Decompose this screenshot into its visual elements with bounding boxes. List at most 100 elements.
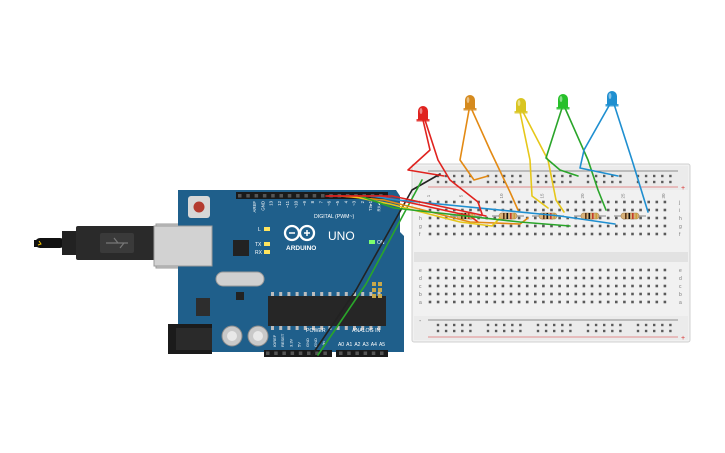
- rail-hole[interactable]: [519, 174, 522, 178]
- rail-hole[interactable]: [611, 323, 614, 327]
- breadboard-hole[interactable]: [598, 268, 602, 272]
- breadboard-hole[interactable]: [574, 232, 578, 236]
- breadboard-hole[interactable]: [461, 232, 464, 236]
- breadboard-hole[interactable]: [606, 300, 610, 304]
- rail-hole[interactable]: [569, 323, 572, 327]
- breadboard-hole[interactable]: [615, 216, 618, 220]
- breadboard-hole[interactable]: [542, 284, 545, 288]
- header-hole[interactable]: [339, 351, 343, 356]
- rail-hole[interactable]: [644, 174, 648, 178]
- breadboard-hole[interactable]: [461, 300, 464, 304]
- breadboard-hole[interactable]: [550, 224, 553, 228]
- rail-hole[interactable]: [569, 180, 572, 184]
- breadboard-hole[interactable]: [550, 200, 553, 204]
- breadboard-hole[interactable]: [558, 232, 561, 236]
- rail-hole[interactable]: [619, 174, 622, 178]
- rail-hole[interactable]: [619, 180, 622, 184]
- breadboard-hole[interactable]: [428, 300, 432, 304]
- breadboard-hole[interactable]: [542, 200, 545, 204]
- breadboard-hole[interactable]: [542, 224, 545, 228]
- breadboard-hole[interactable]: [453, 268, 456, 272]
- breadboard-hole[interactable]: [615, 284, 618, 288]
- rail-hole[interactable]: [644, 180, 648, 184]
- rail-hole[interactable]: [653, 329, 656, 333]
- breadboard-hole[interactable]: [566, 232, 569, 236]
- breadboard-hole[interactable]: [517, 232, 521, 236]
- rail-hole[interactable]: [544, 180, 548, 184]
- rail-hole[interactable]: [611, 174, 614, 178]
- breadboard-hole[interactable]: [582, 300, 586, 304]
- breadboard-hole[interactable]: [574, 200, 578, 204]
- breadboard-hole[interactable]: [558, 292, 561, 296]
- wire-led-red-cathode[interactable]: [407, 119, 445, 177]
- breadboard-hole[interactable]: [461, 276, 464, 280]
- breadboard-hole[interactable]: [590, 200, 594, 204]
- rail-hole[interactable]: [503, 174, 506, 178]
- rail-hole[interactable]: [444, 323, 448, 327]
- breadboard-hole[interactable]: [469, 284, 472, 288]
- power-header[interactable]: [264, 350, 332, 357]
- rail-hole[interactable]: [636, 329, 640, 333]
- breadboard-hole[interactable]: [517, 292, 521, 296]
- breadboard-hole[interactable]: [606, 232, 610, 236]
- breadboard-hole[interactable]: [647, 200, 650, 204]
- rail-hole[interactable]: [603, 329, 606, 333]
- resistor[interactable]: [574, 212, 606, 220]
- rail-hole[interactable]: [453, 329, 456, 333]
- breadboard-hole[interactable]: [663, 292, 667, 296]
- rail-hole[interactable]: [594, 174, 598, 178]
- breadboard-hole[interactable]: [501, 232, 505, 236]
- breadboard-hole[interactable]: [598, 232, 602, 236]
- rail-hole[interactable]: [611, 180, 614, 184]
- breadboard-hole[interactable]: [509, 208, 513, 212]
- breadboard-hole[interactable]: [590, 284, 594, 288]
- breadboard-hole[interactable]: [647, 208, 650, 212]
- breadboard-hole[interactable]: [631, 208, 634, 212]
- breadboard-hole[interactable]: [525, 300, 529, 304]
- wire-led-blue-anode[interactable]: [613, 103, 649, 213]
- rail-hole[interactable]: [494, 329, 498, 333]
- breadboard-hole[interactable]: [615, 208, 618, 212]
- breadboard-hole[interactable]: [615, 232, 618, 236]
- header-hole[interactable]: [323, 351, 327, 356]
- breadboard-hole[interactable]: [639, 292, 642, 296]
- rail-hole[interactable]: [561, 329, 564, 333]
- rail-hole[interactable]: [669, 180, 672, 184]
- rail-hole[interactable]: [444, 180, 448, 184]
- breadboard-hole[interactable]: [477, 224, 480, 228]
- breadboard-hole[interactable]: [631, 268, 634, 272]
- rail-hole[interactable]: [461, 174, 464, 178]
- wire-led-yellow-cathode[interactable]: [522, 111, 565, 213]
- rail-hole[interactable]: [586, 180, 590, 184]
- header-hole[interactable]: [274, 351, 278, 356]
- breadboard-hole[interactable]: [590, 276, 594, 280]
- breadboard-hole[interactable]: [598, 200, 602, 204]
- breadboard-hole[interactable]: [663, 276, 667, 280]
- breadboard-hole[interactable]: [598, 208, 602, 212]
- breadboard-hole[interactable]: [477, 292, 480, 296]
- breadboard-hole[interactable]: [558, 268, 561, 272]
- breadboard-hole[interactable]: [444, 232, 448, 236]
- breadboard-hole[interactable]: [444, 224, 448, 228]
- breadboard-hole[interactable]: [501, 268, 505, 272]
- rail-hole[interactable]: [586, 329, 590, 333]
- breadboard-hole[interactable]: [525, 284, 529, 288]
- header-hole[interactable]: [287, 194, 292, 198]
- breadboard-hole[interactable]: [598, 276, 602, 280]
- rail-hole[interactable]: [494, 323, 498, 327]
- breadboard-hole[interactable]: [501, 200, 505, 204]
- rail-hole[interactable]: [644, 329, 648, 333]
- rail-hole[interactable]: [636, 323, 640, 327]
- breadboard-hole[interactable]: [493, 200, 497, 204]
- breadboard-hole[interactable]: [598, 216, 602, 220]
- breadboard-hole[interactable]: [590, 224, 594, 228]
- breadboard-hole[interactable]: [590, 232, 594, 236]
- rail-hole[interactable]: [669, 174, 672, 178]
- breadboard-hole[interactable]: [517, 300, 521, 304]
- breadboard-hole[interactable]: [566, 276, 569, 280]
- breadboard-hole[interactable]: [631, 224, 634, 228]
- breadboard-hole[interactable]: [631, 292, 634, 296]
- breadboard-hole[interactable]: [631, 276, 634, 280]
- breadboard-hole[interactable]: [550, 300, 553, 304]
